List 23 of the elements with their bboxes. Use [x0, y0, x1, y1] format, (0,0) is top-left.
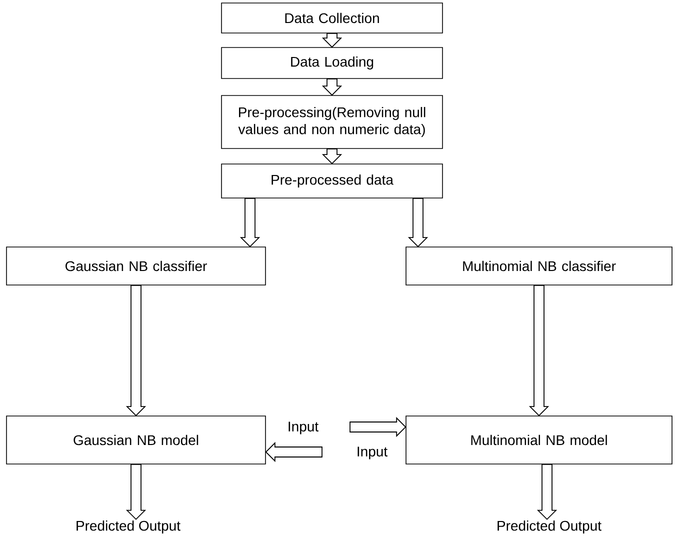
block-arrow [126, 464, 146, 520]
process-box: Data Collection [221, 2, 443, 34]
block-arrow [265, 442, 322, 462]
process-box: Pre-processed data [221, 164, 443, 198]
block-arrow [350, 416, 406, 438]
edge-label: Input [286, 420, 320, 436]
block-arrow [408, 198, 428, 248]
block-arrow [528, 284, 550, 416]
block-arrow [126, 284, 146, 416]
process-box: Gaussian NB classifier [6, 246, 266, 286]
block-arrow [322, 32, 342, 48]
block-arrow [322, 78, 342, 96]
process-box: Gaussian NB model [6, 416, 266, 464]
process-box: Multinomial NB classifier [406, 246, 672, 286]
process-box: Multinomial NB model [406, 416, 672, 464]
process-box: Pre-processing(Removing null values and non numeric data) [221, 95, 443, 149]
output-label: Predicted Output [76, 520, 180, 534]
process-box: Data Loading [221, 47, 443, 79]
block-arrow [536, 464, 558, 520]
block-arrow [240, 198, 260, 248]
edge-label: Input [355, 446, 389, 460]
output-label: Predicted Output [498, 520, 602, 534]
block-arrow [322, 148, 342, 164]
